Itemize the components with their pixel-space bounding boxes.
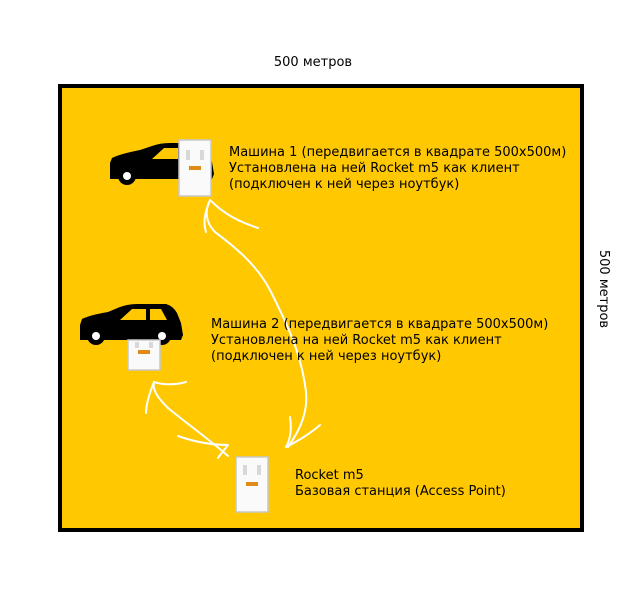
base-station-description: Rocket m5 Базовая станция (Access Point) bbox=[295, 468, 506, 500]
link-arrow-base-left bbox=[177, 435, 229, 459]
link-arrow-car-2 bbox=[145, 381, 155, 414]
rocket-m5-device-1-icon bbox=[178, 139, 212, 197]
link-base-to-car-2 bbox=[152, 381, 229, 457]
car-2-connection-note: (подключен к ней через ноутбук) bbox=[211, 349, 442, 364]
car-2-device-note: Установлена на ней Rocket m5 как клиент bbox=[211, 333, 502, 348]
link-arrow-car-1 bbox=[203, 202, 210, 233]
car-1-connection-note: (подключен к ней через ноутбук) bbox=[229, 177, 460, 192]
link-base-to-car-1 bbox=[205, 199, 308, 448]
car-2-title: Машина 2 (передвигается в квадрате 500x5… bbox=[211, 317, 549, 332]
rocket-m5-base-station-icon bbox=[235, 456, 269, 513]
car-1-description: Машина 1 (передвигается в квадрате 500x5… bbox=[229, 145, 566, 193]
top-dimension-label: 500 метров bbox=[273, 55, 353, 70]
car-1-device-note: Установлена на ней Rocket m5 как клиент bbox=[229, 161, 520, 176]
car-2-description: Машина 2 (передвигается в квадрате 500x5… bbox=[211, 317, 548, 365]
rocket-m5-device-2-icon bbox=[127, 339, 161, 371]
base-station-title: Rocket m5 bbox=[295, 468, 364, 483]
car-2-icon bbox=[80, 304, 183, 345]
base-station-role: Базовая станция (Access Point) bbox=[295, 484, 506, 499]
link-base-arrow bbox=[285, 416, 321, 448]
car-1-title: Машина 1 (передвигается в квадрате 500x5… bbox=[229, 145, 567, 160]
